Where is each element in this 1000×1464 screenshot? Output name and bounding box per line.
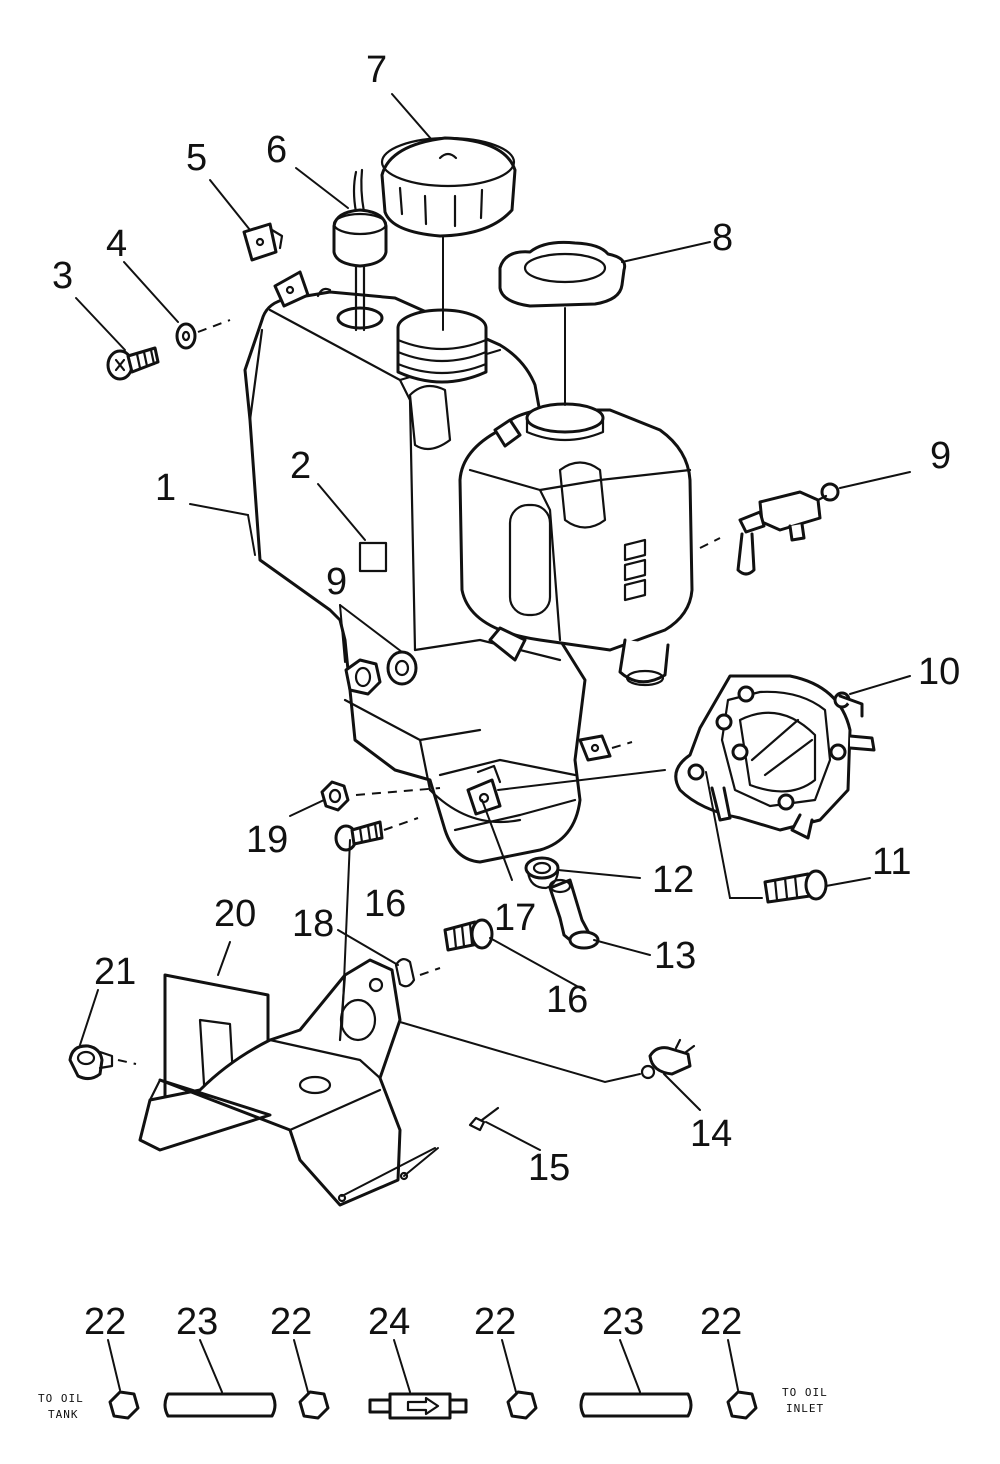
callout-3: 3 — [52, 255, 73, 297]
level-sensor — [332, 168, 388, 332]
callout-13: 13 — [654, 935, 696, 977]
callout-6: 6 — [266, 129, 287, 171]
washer-4 — [175, 322, 197, 350]
callout-22-a: 22 — [84, 1301, 126, 1343]
callout-10: 10 — [918, 651, 960, 693]
note-to-oil-inlet-1: TO OIL — [782, 1386, 828, 1399]
hose-series — [107, 1339, 758, 1420]
callout-23-b: 23 — [602, 1301, 644, 1343]
screw-11 — [763, 869, 828, 904]
callout-21: 21 — [94, 951, 136, 993]
callout-23-a: 23 — [176, 1301, 218, 1343]
callout-9-right: 9 — [930, 435, 951, 477]
callout-17: 17 — [494, 897, 536, 939]
callout-5: 5 — [186, 137, 207, 179]
petcock-valve — [736, 482, 840, 576]
hose-23a — [163, 1392, 277, 1418]
callout-18: 18 — [292, 903, 334, 945]
note-to-oil-inlet-2: INLET — [786, 1402, 824, 1415]
screw-16-lower — [443, 918, 494, 952]
hose-23b — [579, 1392, 693, 1418]
callout-4: 4 — [106, 223, 127, 265]
screw-16-upper — [334, 820, 384, 852]
callout-7: 7 — [366, 49, 387, 91]
callout-16-lower: 16 — [546, 979, 588, 1021]
inline-filter — [368, 1392, 468, 1420]
note-to-oil-tank-1: TO OIL — [38, 1392, 84, 1405]
callout-labels: 1 2 3 4 5 6 7 8 9 9 10 11 12 13 14 15 16… — [38, 49, 960, 1421]
clip-18 — [394, 958, 416, 988]
assembly-lines — [75, 93, 911, 1197]
clip — [242, 222, 284, 262]
nut-19 — [320, 780, 350, 812]
grommet — [524, 856, 560, 890]
callout-8: 8 — [712, 217, 733, 259]
filler-cap — [380, 136, 517, 238]
oil-pump — [674, 674, 876, 840]
clamp-22c — [506, 1390, 538, 1420]
callout-22-c: 22 — [474, 1301, 516, 1343]
callout-22-d: 22 — [700, 1301, 742, 1343]
callout-14: 14 — [690, 1113, 732, 1155]
reservoir — [458, 402, 694, 687]
screw-3 — [106, 346, 160, 381]
callout-2: 2 — [290, 445, 311, 487]
fitting — [548, 878, 600, 950]
callout-11: 11 — [872, 841, 911, 883]
callout-9-left: 9 — [326, 561, 347, 603]
callout-15: 15 — [528, 1147, 570, 1189]
hose-clamp — [640, 1038, 696, 1080]
callout-24: 24 — [368, 1301, 410, 1343]
rivet — [468, 1106, 500, 1132]
callout-12: 12 — [652, 859, 694, 901]
clamp-22a — [108, 1390, 140, 1420]
mounting-bracket — [138, 958, 409, 1207]
reservoir-cap — [498, 240, 627, 308]
callout-19: 19 — [246, 819, 288, 861]
decal — [358, 541, 388, 573]
callout-1: 1 — [155, 467, 176, 509]
wing-nut — [68, 1044, 114, 1081]
callout-16-upper: 16 — [364, 883, 406, 925]
note-to-oil-tank-2: TANK — [48, 1408, 79, 1421]
callout-22-b: 22 — [270, 1301, 312, 1343]
nut-and-washer — [344, 650, 418, 696]
clamp-22d — [726, 1390, 758, 1420]
clamp-22b — [298, 1390, 330, 1420]
clip-17 — [466, 764, 502, 816]
callout-20: 20 — [214, 893, 256, 935]
